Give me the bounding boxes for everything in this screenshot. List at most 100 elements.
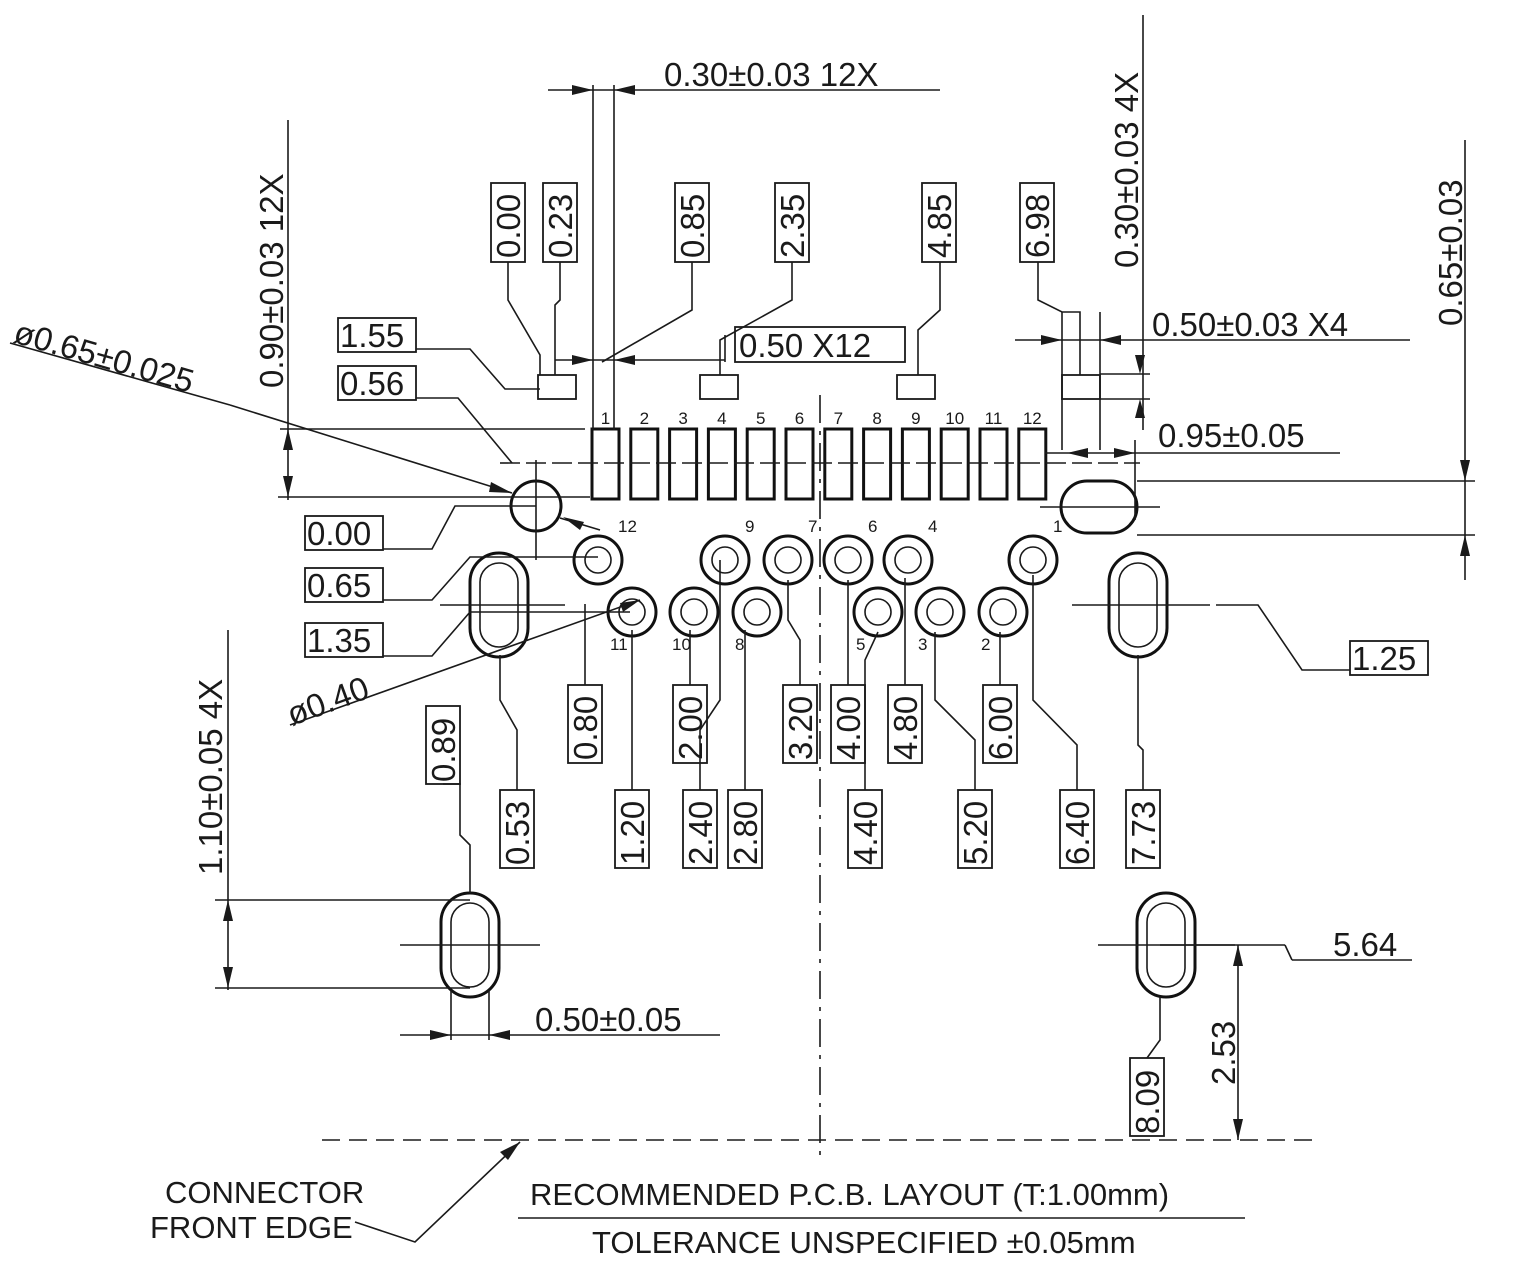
smt-pad [1017,427,1048,501]
pin-number: 2 [981,635,990,654]
smt-pad [784,427,815,501]
connector-note-line1: CONNECTOR [165,1175,364,1210]
pitch-dimension: 0.30±0.03 12X [664,56,878,93]
through-hole-pin [977,586,1029,638]
through-hole-drill [894,546,922,574]
tolerance-note: TOLERANCE UNSPECIFIED ±0.05mm [592,1225,1136,1260]
pad-number: 1 [601,409,610,428]
pad-number: 3 [678,409,687,428]
through-hole-pin [699,534,751,586]
left-coord-3: 0.00 [304,505,536,552]
through-hole-pin [572,534,624,586]
through-hole-drill [864,598,892,626]
front-edge-leader [354,1141,521,1243]
hole-diameter-dimension: ø0.65±0.025 [10,313,198,400]
smt-pad [629,427,660,501]
through-hole-pin [914,586,966,638]
through-hole-pin [882,534,934,586]
through-hole-drill [584,546,612,574]
pad-number: 9 [911,409,920,428]
through-hole-drill [926,598,954,626]
svg-text:0.89: 0.89 [425,718,462,782]
small-pad [896,374,936,400]
slot-height-dimension: 1.10±0.05 4X [192,679,229,875]
connector-note-line2: FRONT EDGE [150,1210,353,1245]
through-hole-pin [668,586,720,638]
through-hole-drill [680,598,708,626]
lower-coord-value: 2.80 [727,801,764,865]
pin-diameter-dimension: ø0.40 [282,669,374,733]
smt-pad [939,427,970,501]
through-hole-drill [989,598,1017,626]
lower-coord-value: 7.73 [1125,801,1162,865]
bottom-coord-left: 0.89 [425,705,471,893]
pad-number: 11 [985,409,1003,428]
small-pad-width-dimension: 0.30±0.03 4X [1108,72,1145,268]
pad-number: 2 [640,409,649,428]
pin-number: 1 [1053,517,1062,536]
left-coord-2: 0.56 [337,365,513,464]
lower-coord-value: 4.80 [887,696,924,760]
through-hole-drill [743,598,771,626]
layout-title: RECOMMENDED P.C.B. LAYOUT (T:1.00mm) [530,1177,1169,1212]
smt-pad [823,427,854,501]
top-coord-value: 0.00 [490,194,527,258]
small-pad [1061,374,1101,400]
pin-number: 9 [745,517,754,536]
smt-pad [900,427,931,501]
top-coord-box [1019,182,1055,263]
smt-pad [978,427,1009,501]
top-coordinate-labels: 0.00 0.23 0.85 2.35 4.85 6.98 [490,182,1056,263]
smt-pad [745,427,776,501]
right-offset-dimension: 5.64 [1333,926,1397,963]
svg-text:0.00: 0.00 [307,515,371,552]
svg-text:1.25: 1.25 [1352,640,1416,677]
through-hole-pin [822,534,874,586]
through-hole-pin [762,534,814,586]
lower-coord-value: 5.20 [957,801,994,865]
lower-coord-value: 3.20 [782,696,819,760]
pad-number: 10 [945,409,964,428]
smt-pad-row [590,427,1048,501]
lower-coord-value: 4.00 [830,696,867,760]
lower-coord-value: 0.53 [499,801,536,865]
pin-number: 5 [856,635,865,654]
smt-pad [668,427,699,501]
lower-coord-value: 6.00 [982,696,1019,760]
left-coord-4: 0.65 [304,556,598,604]
left-coord-1: 1.55 [337,317,540,390]
lower-coord-value: 4.40 [847,801,884,865]
pad-number: 6 [795,409,804,428]
top-coord-value: 2.35 [774,194,811,258]
svg-text:0.56: 0.56 [340,365,404,402]
small-pad [699,374,739,400]
pad-number: 8 [872,409,881,428]
top-coord-value: 0.85 [674,194,711,258]
pad-number: 4 [717,409,726,428]
svg-text:1.55: 1.55 [340,317,404,354]
top-coord-value: 6.98 [1019,194,1056,258]
top-coord-value: 4.85 [921,194,958,258]
through-hole-pin [731,586,783,638]
slot-left-upper [440,551,565,659]
svg-text:8.09: 8.09 [1129,1070,1166,1134]
pin-number: 11 [610,635,628,654]
top-coord-box [921,182,957,263]
bottom-offset-dimension: 2.53 [1205,1021,1242,1085]
lower-coord-value: 2.40 [682,801,719,865]
pad-number: 7 [834,409,843,428]
pin-number: 6 [868,517,877,536]
pad-spacing-dimension: 0.50 X12 [739,327,871,364]
small-pad [537,374,577,400]
slot-right-upper [1072,551,1210,659]
through-hole-drill [774,546,802,574]
top-coord-value: 0.23 [542,194,579,258]
pad-height-dimension: 0.90±0.03 12X [253,174,290,388]
bottom-coord-right: 8.09 [1129,997,1166,1137]
pin-number: 4 [928,517,937,536]
pad-number: 12 [1023,409,1042,428]
through-hole-drill [834,546,862,574]
lower-coord-value: 1.20 [614,801,651,865]
